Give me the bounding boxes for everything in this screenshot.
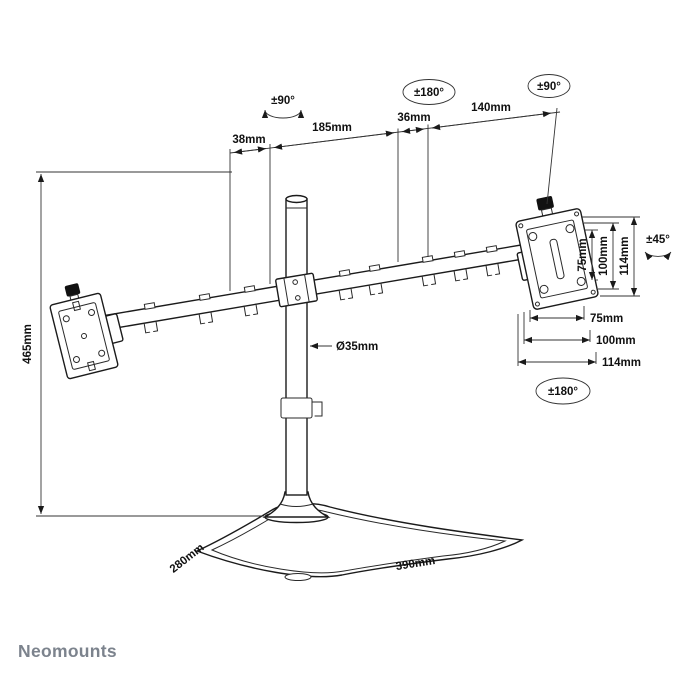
arm-swivel-label: ±180° bbox=[414, 87, 444, 99]
vesa-h-100-label: 100mm bbox=[596, 335, 636, 347]
dim-38mm-label: 38mm bbox=[232, 134, 265, 146]
dim-140mm-label: 140mm bbox=[471, 102, 511, 114]
cable-clip bbox=[453, 250, 469, 282]
pole-cable-clip bbox=[280, 397, 323, 419]
cable-clip bbox=[368, 264, 384, 296]
pole-bracket bbox=[275, 272, 318, 308]
tension-knob-left bbox=[64, 283, 81, 297]
vesa-tilt-label: ±45° bbox=[646, 234, 670, 246]
cable-clip bbox=[143, 302, 159, 334]
base-foot-pad bbox=[284, 573, 312, 581]
cable-clip bbox=[485, 245, 501, 277]
vesa-rotation-ellipse bbox=[527, 74, 571, 98]
vesa-swivel-label: ±180° bbox=[548, 386, 578, 398]
pole-diameter-label: Ø35mm bbox=[336, 341, 378, 353]
arm-swivel-ellipse bbox=[402, 79, 456, 105]
vesa-rotation-label: ±90° bbox=[537, 81, 561, 93]
vesa-tilt-arc bbox=[644, 251, 672, 261]
vesa-v-100-label: 100mm bbox=[598, 236, 610, 276]
base-depth-label: 280mm bbox=[168, 542, 207, 576]
base-plate bbox=[195, 502, 525, 581]
pole bbox=[285, 194, 308, 496]
dim-185mm-label: 185mm bbox=[312, 122, 352, 134]
vesa-h-75-label: 75mm bbox=[590, 313, 623, 325]
dim-36mm-label: 36mm bbox=[397, 112, 430, 124]
vesa-plate-right bbox=[515, 196, 599, 310]
cable-clip bbox=[243, 285, 259, 317]
dimension-lines bbox=[36, 74, 672, 517]
vesa-plate-left bbox=[49, 283, 124, 380]
vesa-v-75-label: 75mm bbox=[577, 238, 589, 271]
cable-clip bbox=[338, 269, 354, 301]
pole-rotation-label: ±90° bbox=[271, 95, 295, 107]
pole-rotation-arc bbox=[261, 109, 305, 119]
vesa-swivel-ellipse bbox=[535, 377, 591, 405]
tension-knob-right bbox=[536, 196, 554, 211]
cable-clip bbox=[198, 293, 214, 325]
brand-logo: Neomounts bbox=[18, 641, 117, 661]
height-label: 465mm bbox=[22, 324, 34, 364]
vesa-h-114-label: 114mm bbox=[602, 357, 641, 369]
cable-clip bbox=[421, 255, 437, 287]
vesa-v-114-label: 114mm bbox=[619, 236, 631, 275]
pole-cap bbox=[285, 194, 308, 204]
pole-bell bbox=[262, 491, 331, 524]
